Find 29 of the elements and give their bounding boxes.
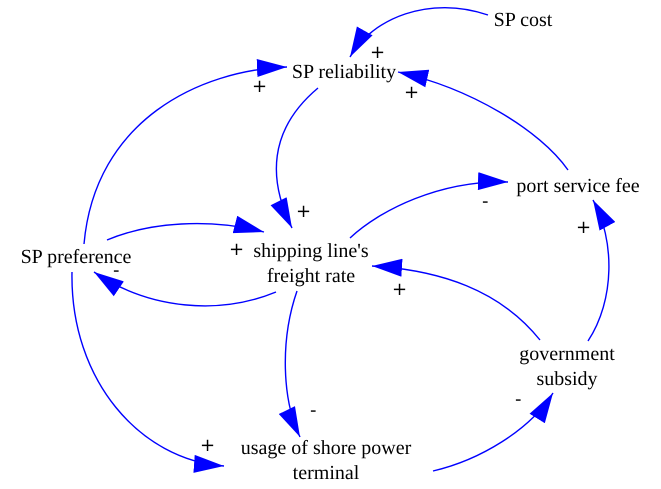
polarity-sign: + [229,241,244,259]
arrow [106,216,264,241]
polarity-sign: - [482,193,488,211]
arrow [587,200,614,342]
polarity-sign: + [392,281,408,299]
variable-label: shipping line's freight rate [248,239,374,289]
arrow [372,259,541,340]
variable-label: SP reliability [289,60,399,85]
polarity-sign: + [252,78,268,96]
arrow [432,392,554,472]
polarity-sign: - [515,391,522,409]
arrow [280,290,301,438]
arrow [94,271,276,306]
arrow [350,173,508,239]
polarity-sign: + [296,203,312,221]
polarity-sign: + [200,437,216,455]
variable-label: usage of shore power terminal [226,436,426,486]
variable-label: SP cost [486,8,560,33]
arrow [349,6,488,58]
variable-label: port service fee [507,174,649,199]
polarity-sign: + [370,44,386,62]
arrow [398,70,569,170]
polarity-sign: - [310,402,316,420]
variable-label: government subsidy [508,342,626,392]
polarity-sign: + [576,219,592,237]
arrow [83,60,288,244]
arrow [71,272,224,471]
polarity-sign: + [404,84,420,102]
arrow [271,87,318,228]
